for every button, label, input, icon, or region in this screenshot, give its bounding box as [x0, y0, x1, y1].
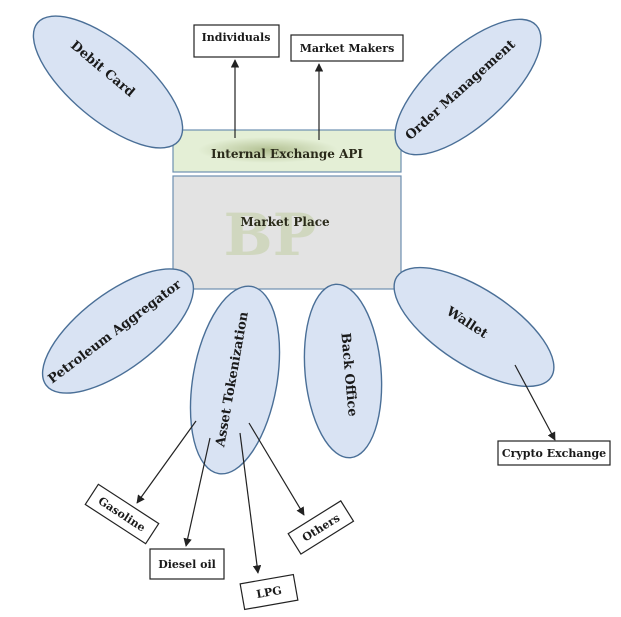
- petroleum-aggregator-ellipse: [41, 268, 195, 394]
- marketplace-rect: [172, 175, 402, 290]
- individuals-node: Individuals: [193, 24, 280, 58]
- individuals-box: [193, 24, 280, 58]
- market-place-block: BP Market Place: [172, 175, 402, 290]
- others-node: Others: [287, 500, 355, 555]
- arrow-to-others: [248, 422, 305, 516]
- module-wallet: Wallet: [393, 266, 555, 388]
- module-asset-tokenization: Asset Tokenization: [189, 285, 281, 475]
- lpg-label: LPG: [255, 584, 282, 601]
- diesel-oil-box: [149, 548, 225, 580]
- bp-watermark-logo: BP: [224, 201, 317, 269]
- asset-tokenization-ellipse: [189, 285, 281, 475]
- arrow-to-crypto-exchange: [514, 364, 556, 441]
- back-office-ellipse: [303, 283, 383, 459]
- gasoline-box: [84, 483, 160, 545]
- arrow-to-lpg: [239, 432, 262, 574]
- lpg-node: LPG: [239, 573, 299, 611]
- wallet-ellipse: [393, 266, 555, 388]
- crypto-exchange-label: Crypto Exchange: [502, 447, 606, 460]
- order-management-ellipse: [394, 18, 542, 156]
- arrow-to-gasoline: [136, 420, 197, 504]
- lpg-box: [239, 573, 299, 611]
- api-label: Internal Exchange API: [211, 147, 363, 161]
- internal-exchange-api-block: Internal Exchange API: [172, 129, 402, 173]
- others-box: [287, 500, 355, 555]
- module-petroleum-aggregator: Petroleum Aggregator: [41, 268, 195, 394]
- market-makers-node: Market Makers: [290, 34, 404, 62]
- module-debit-card: Debit Card: [32, 15, 184, 149]
- gasoline-node: Gasoline: [84, 483, 160, 545]
- individuals-label: Individuals: [202, 31, 271, 44]
- api-smudge: [198, 137, 338, 163]
- back-office-label: Back Office: [337, 332, 359, 417]
- arrow-to-diesel-oil: [183, 437, 211, 547]
- debit-card-ellipse: [32, 15, 184, 149]
- marketplace-label: Market Place: [240, 215, 330, 229]
- market-makers-box: [290, 34, 404, 62]
- module-back-office: Back Office: [303, 283, 383, 459]
- crypto-exchange-box: [497, 440, 611, 466]
- market-makers-label: Market Makers: [300, 42, 395, 55]
- diesel-oil-label: Diesel oil: [158, 558, 216, 571]
- crypto-exchange-node: Crypto Exchange: [497, 440, 611, 466]
- diesel-oil-node: Diesel oil: [149, 548, 225, 580]
- module-order-management: Order Management: [394, 18, 542, 156]
